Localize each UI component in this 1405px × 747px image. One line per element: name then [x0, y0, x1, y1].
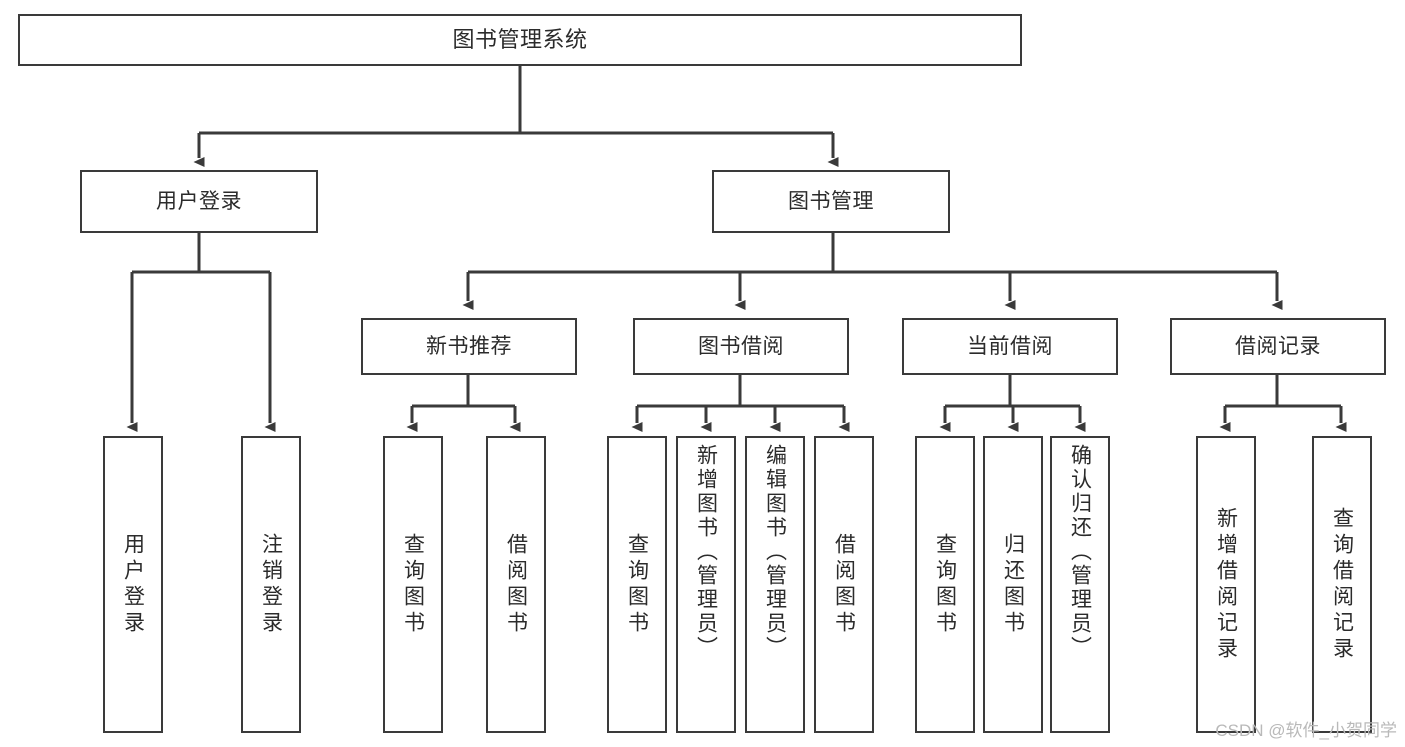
node-leaf-query-book-recommend[interactable]: 查询图书 [383, 436, 443, 733]
node-leaf-borrow-book-recommend[interactable]: 借阅图书 [486, 436, 546, 733]
node-label: 借阅图书 [504, 532, 528, 637]
node-label: 编辑图书（管理员） [763, 444, 787, 660]
node-leaf-edit-book[interactable]: 编辑图书（管理员） [745, 436, 805, 733]
node-label: 借阅图书 [832, 532, 856, 637]
node-leaf-query-borrow-record[interactable]: 查询借阅记录 [1312, 436, 1372, 733]
node-label: 注销登录 [259, 532, 283, 637]
node-label: 归还图书 [1001, 532, 1025, 637]
node-label: 新增图书（管理员） [694, 444, 718, 660]
node-label: 确认归还（管理员） [1068, 444, 1092, 660]
node-leaf-confirm-return[interactable]: 确认归还（管理员） [1050, 436, 1110, 733]
node-label: 查询图书 [933, 532, 957, 637]
node-label: 查询图书 [625, 532, 649, 637]
node-current-borrow[interactable]: 当前借阅 [902, 318, 1118, 375]
node-label: 图书管理 [788, 189, 874, 213]
node-leaf-query-book-borrow[interactable]: 查询图书 [607, 436, 667, 733]
node-leaf-logout[interactable]: 注销登录 [241, 436, 301, 733]
node-label: 查询图书 [401, 532, 425, 637]
node-label: 当前借阅 [967, 334, 1053, 358]
node-label: 查询借阅记录 [1330, 506, 1354, 663]
node-user-login[interactable]: 用户登录 [80, 170, 318, 233]
node-book-borrow[interactable]: 图书借阅 [633, 318, 849, 375]
node-label: 借阅记录 [1235, 334, 1321, 358]
node-book-management-system[interactable]: 图书管理系统 [18, 14, 1022, 66]
node-label: 新增借阅记录 [1214, 506, 1238, 663]
node-label: 图书借阅 [698, 334, 784, 358]
node-label: 用户登录 [121, 532, 145, 637]
node-borrow-record[interactable]: 借阅记录 [1170, 318, 1386, 375]
node-leaf-query-book-current[interactable]: 查询图书 [915, 436, 975, 733]
watermark-text: CSDN @软件_小贺同学 [1215, 721, 1397, 740]
node-label: 图书管理系统 [452, 26, 588, 52]
node-leaf-add-borrow-record[interactable]: 新增借阅记录 [1196, 436, 1256, 733]
node-leaf-user-login[interactable]: 用户登录 [103, 436, 163, 733]
node-label: 用户登录 [156, 189, 242, 213]
node-new-book-recommend[interactable]: 新书推荐 [361, 318, 577, 375]
node-leaf-borrow-book[interactable]: 借阅图书 [814, 436, 874, 733]
node-leaf-return-book[interactable]: 归还图书 [983, 436, 1043, 733]
node-label: 新书推荐 [426, 334, 512, 358]
node-leaf-add-book[interactable]: 新增图书（管理员） [676, 436, 736, 733]
node-book-management[interactable]: 图书管理 [712, 170, 950, 233]
